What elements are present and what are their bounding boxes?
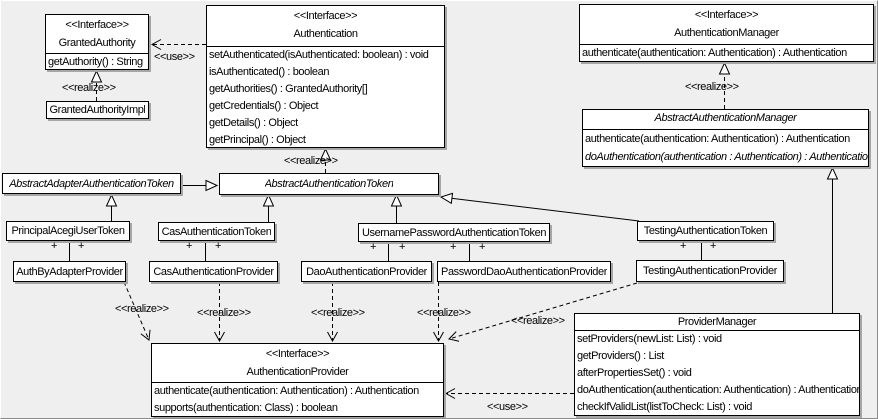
method: getCredentials() : Object [209, 100, 319, 112]
method: authenticate(authentication: Authenticat… [585, 133, 850, 145]
class-name: TestingAuthenticationToken [643, 225, 768, 237]
methods-compartment: authenticate(authentication: Authenticat… [583, 129, 868, 166]
assoc-end-plus: + [398, 241, 406, 253]
class-name: GrantedAuthority [58, 37, 136, 49]
class-authentication-provider: <<Interface>> AuthenticationProvider aut… [151, 343, 444, 417]
method: getAuthority() : String [48, 56, 143, 68]
class-name: AuthenticationManager [674, 27, 779, 39]
assoc-end-plus: + [478, 241, 486, 253]
stereotype: <<Interface>> [265, 348, 330, 360]
assoc-end-plus: + [185, 240, 193, 252]
assoc-end-plus: + [50, 240, 58, 252]
class-name: TestingAuthenticationProvider [643, 265, 777, 277]
method: supports(authentication: Class) : boolea… [154, 402, 338, 414]
class-authentication: <<Interface>> Authentication setAuthenti… [206, 5, 445, 148]
class-header: <<Interface>> AuthenticationManager [580, 5, 873, 44]
class-provider-manager: ProviderManager setProviders(newList: Li… [574, 313, 860, 416]
edge-label-realize: <<realize>> [284, 155, 338, 167]
edge-label-use: <<use>> [487, 401, 528, 413]
assoc-end-plus: + [369, 241, 377, 253]
class-name: DaoAuthenticationProvider [306, 265, 427, 278]
edge-label-realize: <<realize>> [685, 81, 739, 93]
class-name: AbstractAuthenticationToken [264, 178, 394, 190]
class-testing-authentication-token: TestingAuthenticationToken [637, 221, 774, 241]
edge-label-realize: <<realize>> [417, 307, 471, 319]
method-abstract: doAuthentication(authentication : Authen… [585, 151, 868, 163]
assoc-end-plus: + [449, 241, 457, 253]
stereotype: <<Interface>> [65, 19, 129, 31]
method: doAuthentication(authentication: Authent… [577, 384, 859, 396]
class-testing-authentication-provider: TestingAuthenticationProvider [636, 260, 784, 282]
stereotype: <<Interface>> [293, 10, 358, 22]
class-header: <<Interface>> AuthenticationProvider [152, 344, 443, 382]
class-name: UsernamePasswordAuthenticationToken [361, 226, 547, 239]
method: authenticate(authentication: Authenticat… [582, 47, 847, 59]
class-name: CasAuthenticationToken [161, 225, 272, 238]
methods-compartment: setAuthenticated(isAuthenticated: boolea… [207, 46, 444, 147]
class-name: ProviderManager [677, 316, 757, 328]
class-header: AbstractAuthenticationManager [583, 110, 868, 129]
method: setAuthenticated(isAuthenticated: boolea… [209, 49, 429, 61]
method: setProviders(newList: List) : void [577, 333, 722, 345]
class-name: PrincipalAcegiUserToken [11, 225, 125, 237]
class-username-password-authentication-token: UsernamePasswordAuthenticationToken [358, 223, 550, 242]
assoc-end-plus: + [679, 240, 687, 252]
class-name: GrantedAuthorityImpl [49, 104, 146, 116]
class-abstract-authentication-manager: AbstractAuthenticationManager authentica… [582, 109, 869, 167]
class-name: AuthenticationProvider [246, 366, 349, 378]
class-cas-authentication-provider: CasAuthenticationProvider [149, 261, 278, 282]
class-authentication-manager: <<Interface>> AuthenticationManager auth… [579, 4, 874, 62]
class-name: AbstractAdapterAuthenticationToken [9, 177, 174, 190]
method: getPrincipal() : Object [209, 134, 306, 146]
edge-label-realize: <<realize>> [311, 307, 365, 319]
edge-label-realize: <<realize>> [115, 303, 169, 315]
class-principal-acegi-user-token: PrincipalAcegiUserToken [6, 221, 130, 241]
class-granted-authority-impl: GrantedAuthorityImpl [46, 101, 149, 119]
methods-compartment: setProviders(newList: List) : void getPr… [575, 330, 859, 415]
methods-compartment: authenticate(authentication: Authenticat… [152, 382, 443, 416]
edge-label-use: <<use>> [154, 51, 195, 63]
class-header: <<Interface>> GrantedAuthority [46, 15, 148, 53]
stereotype: <<Interface>> [694, 9, 759, 21]
class-name: PasswordDaoAuthenticationProvider [441, 265, 607, 278]
assoc-end-plus: + [709, 240, 717, 252]
method: getProviders() : List [577, 350, 664, 362]
class-dao-authentication-provider: DaoAuthenticationProvider [301, 261, 432, 282]
class-header: <<Interface>> Authentication [207, 6, 444, 46]
edge-label-realize: <<realize>> [62, 82, 116, 94]
methods-compartment: getAuthority() : String [46, 53, 148, 69]
edge-label-realize: <<realize>> [197, 307, 251, 319]
class-cas-authentication-token: CasAuthenticationToken [158, 222, 275, 241]
class-granted-authority: <<Interface>> GrantedAuthority getAuthor… [45, 14, 149, 70]
class-name: AbstractAuthenticationManager [654, 112, 797, 124]
class-name: CasAuthenticationProvider [153, 265, 274, 278]
class-header: ProviderManager [575, 314, 859, 330]
methods-compartment: authenticate(authentication: Authenticat… [580, 44, 873, 61]
assoc-end-plus: + [214, 240, 222, 252]
edge-label-realize: <<realize>> [511, 315, 565, 327]
class-abstract-adapter-authentication-token: AbstractAdapterAuthenticationToken [2, 173, 181, 194]
class-name: Authentication [293, 28, 358, 40]
class-name: AuthByAdapterProvider [16, 265, 123, 278]
method: afterPropertiesSet() : void [577, 367, 692, 379]
edge-generalization-testing-token [441, 197, 640, 222]
method: isAuthenticated() : boolean [209, 66, 330, 78]
class-auth-by-adapter-provider: AuthByAdapterProvider [13, 261, 126, 282]
class-abstract-authentication-token: AbstractAuthenticationToken [219, 173, 439, 195]
method: getDetails() : Object [209, 117, 298, 129]
assoc-end-plus: + [77, 240, 85, 252]
method: checkIfValidList(listToCheck: List) : vo… [577, 401, 752, 413]
method: getAuthorities() : GrantedAuthority[] [209, 83, 368, 95]
method: authenticate(authentication: Authenticat… [154, 385, 419, 397]
class-password-dao-authentication-provider: PasswordDaoAuthenticationProvider [437, 261, 611, 282]
